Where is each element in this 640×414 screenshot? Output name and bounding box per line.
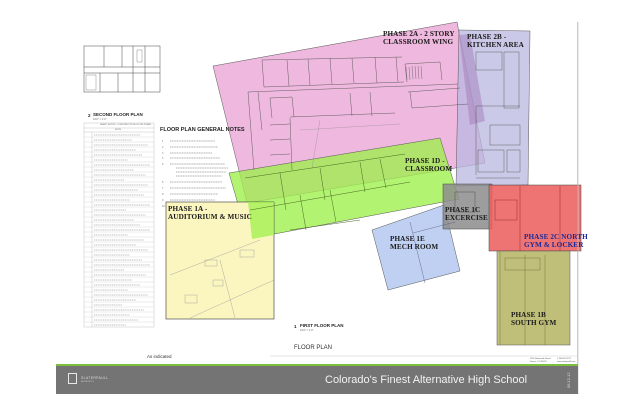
second-floor-number: 2	[88, 113, 91, 118]
firm-logo-icon	[68, 373, 77, 384]
sheet-notes-title: SHEET NOTES - CONSTRUCTION FLOOR PLANS	[100, 124, 151, 126]
address-line-2: Denver, CO 80202	[530, 360, 547, 363]
sheet-notes-rows	[84, 136, 154, 323]
classroom-wing-linework	[247, 56, 469, 171]
project-title: Colorado's Finest Alternative High Schoo…	[325, 374, 528, 386]
phase-2b-label: PHASE 2B - KITCHEN AREA	[467, 33, 524, 50]
first-floor-number: 1	[294, 324, 297, 329]
contact-block: T 303.607.0977 www.slaterpaull.com	[557, 358, 575, 363]
svg-text:9: 9	[162, 199, 164, 202]
svg-text:7: 7	[162, 187, 164, 190]
phase-1c-label: PHASE 1C EXCERCISE	[445, 206, 488, 223]
svg-text:8: 8	[162, 193, 164, 196]
second-floor-title: SECOND FLOOR PLAN	[93, 112, 143, 117]
svg-text:10: 10	[162, 205, 165, 208]
phase-2a-2b-overlap	[459, 34, 485, 125]
contact-line-2: www.slaterpaull.com	[557, 360, 576, 363]
svg-text:5: 5	[162, 163, 164, 166]
phase-2a-label: PHASE 2A - 2 STORY CLASSROOM WING	[383, 30, 455, 47]
firm-name: SLATERPAULL	[81, 376, 109, 380]
general-notes-title: FLOOR PLAN GENERAL NOTES	[160, 127, 245, 133]
exercise-linework	[454, 191, 476, 213]
phase-1d-label: PHASE 1D - CLASSROOM	[405, 157, 453, 174]
phase-1b-zone	[496, 250, 571, 346]
mech-room-linework	[409, 221, 456, 284]
second-floor-scale: 1/16" = 1'-0"	[93, 118, 107, 121]
phase-1e-label: PHASE 1E MECH ROOM	[390, 235, 439, 252]
address-block: 1331 Nineteenth Street Denver, CO 80202	[530, 358, 551, 363]
stair-hatch	[405, 65, 423, 81]
sheet-notes-subtitle: NOTE	[115, 129, 122, 131]
contact-line-1: T 303.607.0977	[557, 358, 571, 360]
phase-1a-label: PHASE 1A - AUDITORIUM & MUSIC	[168, 205, 252, 222]
firm-subtitle: ARCHITECTS	[81, 381, 94, 383]
scale-note: As indicated	[147, 354, 172, 359]
phase-1b-label: PHASE 1B SOUTH GYM	[511, 311, 557, 328]
phase-2c-zone	[488, 184, 582, 252]
second-floor-plan	[83, 45, 161, 93]
svg-text:3: 3	[162, 152, 164, 155]
auditorium-linework	[169, 239, 275, 319]
svg-text:6: 6	[162, 181, 164, 184]
gym-locker-linework	[494, 186, 561, 345]
issue-date: 06.12.12	[566, 372, 571, 388]
phase-2c-label: PHASE 2C NORTH GYM & LOCKER	[524, 233, 588, 250]
classroom-1d-linework	[244, 153, 411, 231]
sheet-notes-table	[83, 122, 155, 328]
svg-text:4: 4	[162, 157, 164, 160]
phase-1d-overlap	[248, 202, 274, 239]
first-floor-scale: 1/16" = 1'-0"	[300, 329, 314, 332]
general-notes-numbers: 1 2 3 4 5 6 7 8 9 10	[162, 140, 165, 208]
sheet-notes-text	[94, 134, 150, 326]
sheet-title: FLOOR PLAN	[294, 345, 333, 351]
general-notes-text	[170, 140, 228, 207]
kitchen-linework	[475, 51, 521, 179]
title-block-footer	[56, 366, 578, 394]
svg-text:1: 1	[162, 140, 164, 143]
address-line-1: 1331 Nineteenth Street	[530, 358, 551, 360]
footer-accent-line	[56, 364, 578, 366]
first-floor-title: FIRST FLOOR PLAN	[300, 323, 344, 328]
svg-text:2: 2	[162, 146, 164, 149]
phase-1c-zone	[442, 183, 493, 230]
